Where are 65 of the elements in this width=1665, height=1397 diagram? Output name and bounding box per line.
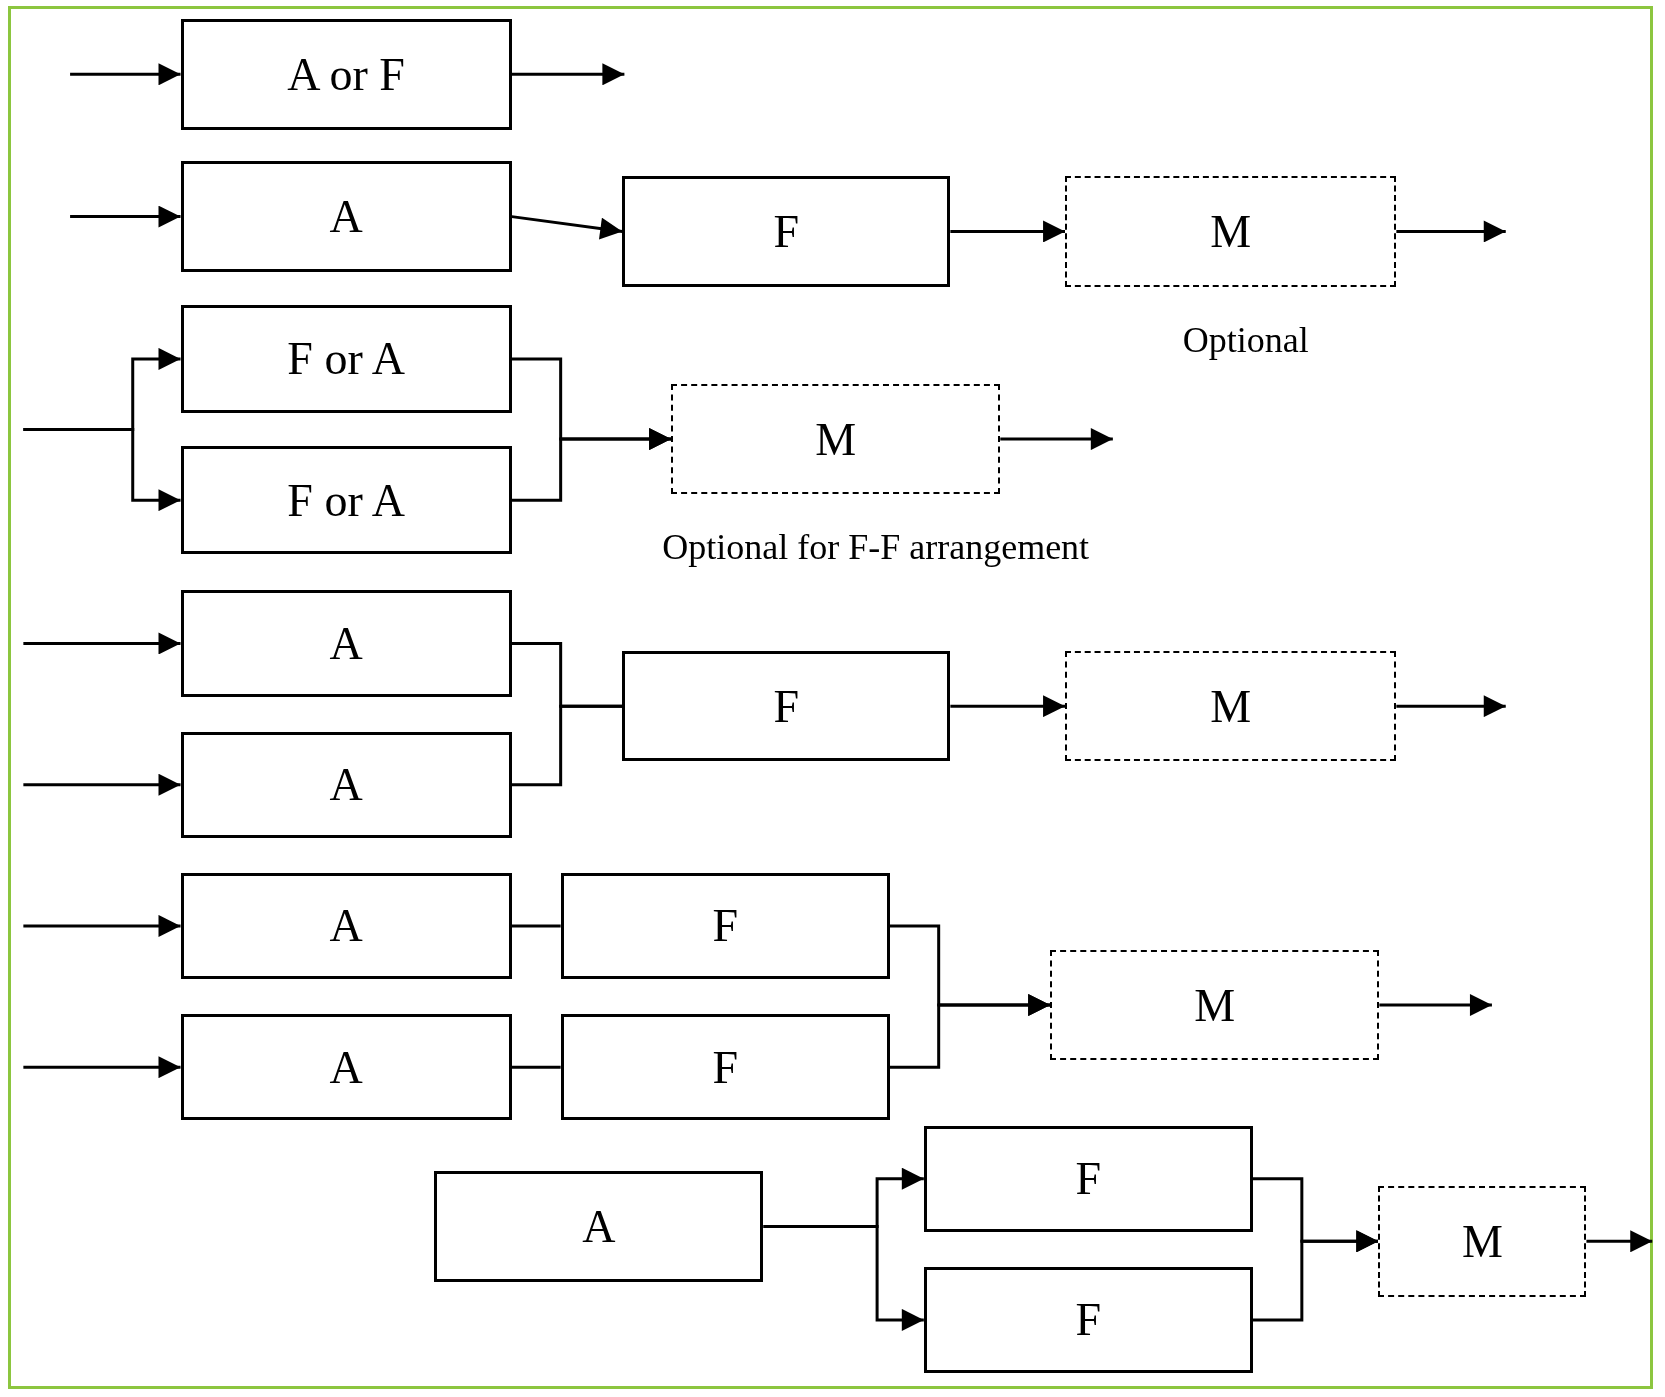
process-box: [622, 176, 951, 287]
optional-box: [671, 384, 1001, 494]
arrow: [1396, 220, 1506, 243]
connector-line: [511, 924, 561, 928]
arrow: [763, 1224, 924, 1331]
process-box: [180, 872, 512, 979]
box-label: A: [329, 1040, 363, 1094]
connector-line: [511, 1065, 561, 1069]
box-label: F or A: [287, 473, 405, 527]
arrow: [23, 428, 181, 512]
box-label: M: [1194, 978, 1236, 1032]
process-box: [180, 304, 512, 414]
note-text: Optional: [1182, 318, 1309, 361]
process-box: [180, 161, 512, 272]
box-label: A: [329, 758, 363, 812]
arrow: [1586, 1230, 1653, 1253]
process-box: [923, 1266, 1253, 1373]
arrow: [1253, 1230, 1379, 1322]
box-label: F: [773, 204, 800, 258]
arrow: [1379, 994, 1492, 1017]
box-label: F: [712, 899, 739, 953]
box-label: F: [1075, 1293, 1102, 1347]
box-label: F: [773, 679, 800, 733]
arrow: [511, 63, 625, 86]
box-label: F: [1075, 1152, 1102, 1206]
optional-box: [1378, 1186, 1587, 1297]
process-box: [923, 1125, 1253, 1232]
process-box: [180, 19, 512, 130]
box-label: M: [815, 412, 857, 466]
process-box: [180, 1014, 512, 1121]
arrow: [23, 914, 181, 937]
arrow: [23, 1056, 181, 1079]
arrow: [23, 773, 181, 796]
process-box: [180, 445, 512, 555]
optional-box: [1050, 950, 1380, 1060]
optional-box: [1065, 650, 1397, 762]
box-label: F: [712, 1040, 739, 1094]
box-label: A: [329, 190, 363, 244]
arrow: [511, 428, 672, 502]
box-label: F or A: [287, 332, 405, 386]
box-label: A: [329, 899, 363, 953]
box-label: A: [582, 1199, 616, 1253]
box-label: M: [1461, 1214, 1503, 1268]
process-box: [180, 590, 512, 697]
arrow: [70, 205, 181, 228]
connector-line: [511, 704, 623, 787]
process-box: [180, 731, 512, 838]
box-label: A or F: [287, 47, 405, 101]
arrow: [511, 215, 623, 240]
optional-box: [1065, 176, 1397, 287]
process-box: [560, 1014, 890, 1121]
arrow: [70, 63, 181, 86]
arrow: [1000, 428, 1113, 451]
arrow: [1396, 695, 1506, 718]
arrow: [23, 632, 181, 655]
arrow: [950, 220, 1066, 243]
process-box: [434, 1171, 764, 1282]
process-box: [622, 650, 951, 762]
box-label: A: [329, 616, 363, 670]
process-box: [560, 872, 890, 979]
arrow: [950, 695, 1066, 718]
arrow: [889, 994, 1051, 1069]
box-label: M: [1210, 679, 1252, 733]
box-label: M: [1210, 204, 1252, 258]
note-text: Optional for F-F arrangement: [662, 525, 1090, 568]
